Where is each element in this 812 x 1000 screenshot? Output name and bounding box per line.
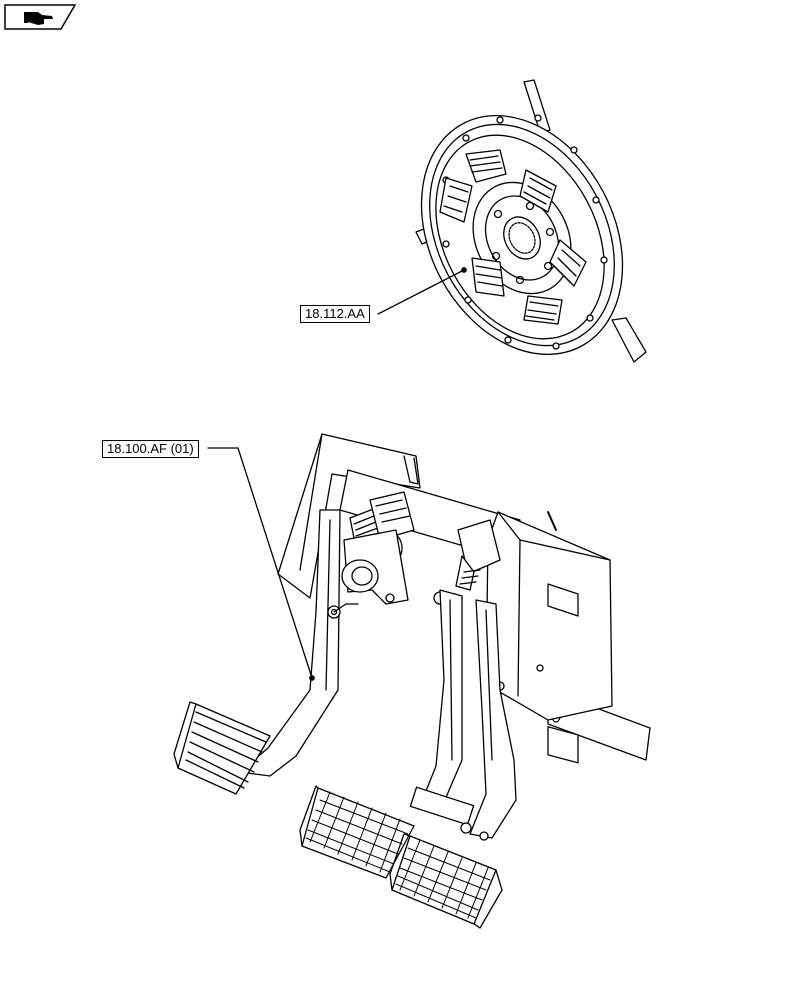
nav-back-icon[interactable] bbox=[4, 4, 76, 30]
callout-clutch-pedal[interactable]: 18.100.AF (01) bbox=[102, 440, 199, 458]
callout-clutch-disc[interactable]: 18.112.AA bbox=[300, 305, 370, 323]
hand-pointer-icon bbox=[24, 12, 53, 25]
pedal-assembly bbox=[173, 433, 651, 929]
clutch-disc-assembly bbox=[415, 79, 647, 363]
